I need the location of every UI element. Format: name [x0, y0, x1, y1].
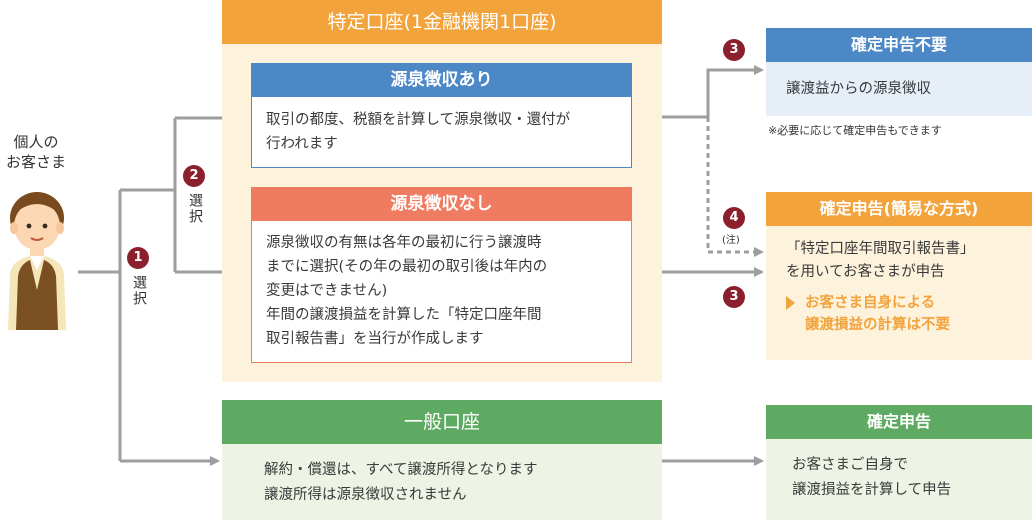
simple-return-title: 確定申告(簡易な方式) — [766, 192, 1032, 226]
simple-return-line: を用いてお客さまが申告 — [786, 261, 1012, 284]
without-withholding-line: 年間の譲渡損益を計算した「特定口座年間 — [266, 303, 617, 327]
no-return-body: 譲渡益からの源泉徴収 — [766, 62, 1032, 116]
person-label: 個人の お客さま — [0, 132, 72, 172]
person-label-line2: お客さま — [0, 152, 72, 172]
step-1-badge: 1 — [127, 247, 149, 269]
without-withholding-line: 変更はできません) — [266, 279, 617, 303]
without-withholding-line: 取引報告書」を当行が作成します — [266, 327, 617, 351]
tax-return-title: 確定申告 — [766, 405, 1032, 439]
simple-return-line: 「特定口座年間取引報告書」 — [786, 238, 1012, 261]
general-account-line: 譲渡所得は源泉徴収されません — [264, 483, 620, 508]
person-label-line1: 個人の — [0, 132, 72, 152]
simple-return-highlight-line: お客さま自身による — [805, 292, 950, 314]
tokutei-title: 特定口座(1金融機関1口座) — [222, 0, 662, 44]
step-1-choice-label: 選択 — [129, 275, 149, 307]
step-4-note: (注) — [722, 231, 740, 246]
with-withholding-line: 行われます — [266, 132, 617, 156]
tax-return-body: お客さまご自身で 譲渡損益を計算して申告 — [766, 439, 1032, 520]
without-withholding-body: 源泉徴収の有無は各年の最初に行う譲渡時 までに選択(その年の最初の取引後は年内の… — [251, 221, 632, 363]
no-return-note: ※必要に応じて確定申告もできます — [768, 122, 1032, 138]
with-withholding-title: 源泉徴収あり — [251, 63, 632, 97]
tax-return-line: お客さまご自身で — [792, 453, 1006, 478]
no-return-title: 確定申告不要 — [766, 28, 1032, 62]
with-withholding-body: 取引の都度、税額を計算して源泉徴収・還付が 行われます — [251, 97, 632, 168]
step-4-badge: 4 — [723, 207, 745, 229]
person-icon — [2, 190, 72, 334]
step-2-choice-label: 選択 — [185, 193, 205, 225]
with-withholding-line: 取引の都度、税額を計算して源泉徴収・還付が — [266, 108, 617, 132]
step-3-badge-bottom: 3 — [723, 286, 745, 308]
step-3-badge-top: 3 — [723, 39, 745, 61]
without-withholding-line: 源泉徴収の有無は各年の最初に行う譲渡時 — [266, 231, 617, 255]
triangle-arrow-icon — [786, 296, 795, 310]
simple-return-highlight-line: 譲渡損益の計算は不要 — [805, 314, 950, 336]
step-2-badge: 2 — [183, 165, 205, 187]
without-withholding-line: までに選択(その年の最初の取引後は年内の — [266, 255, 617, 279]
tax-return-line: 譲渡損益を計算して申告 — [792, 478, 1006, 503]
simple-return-body: 「特定口座年間取引報告書」 を用いてお客さまが申告 お客さま自身による 譲渡損益… — [766, 226, 1032, 360]
general-account-line: 解約・償還は、すべて譲渡所得となります — [264, 458, 620, 483]
general-account-body: 解約・償還は、すべて譲渡所得となります 譲渡所得は源泉徴収されません — [222, 444, 662, 520]
without-withholding-title: 源泉徴収なし — [251, 187, 632, 221]
simple-return-highlight: お客さま自身による 譲渡損益の計算は不要 — [786, 292, 1012, 336]
general-account-title: 一般口座 — [222, 400, 662, 444]
